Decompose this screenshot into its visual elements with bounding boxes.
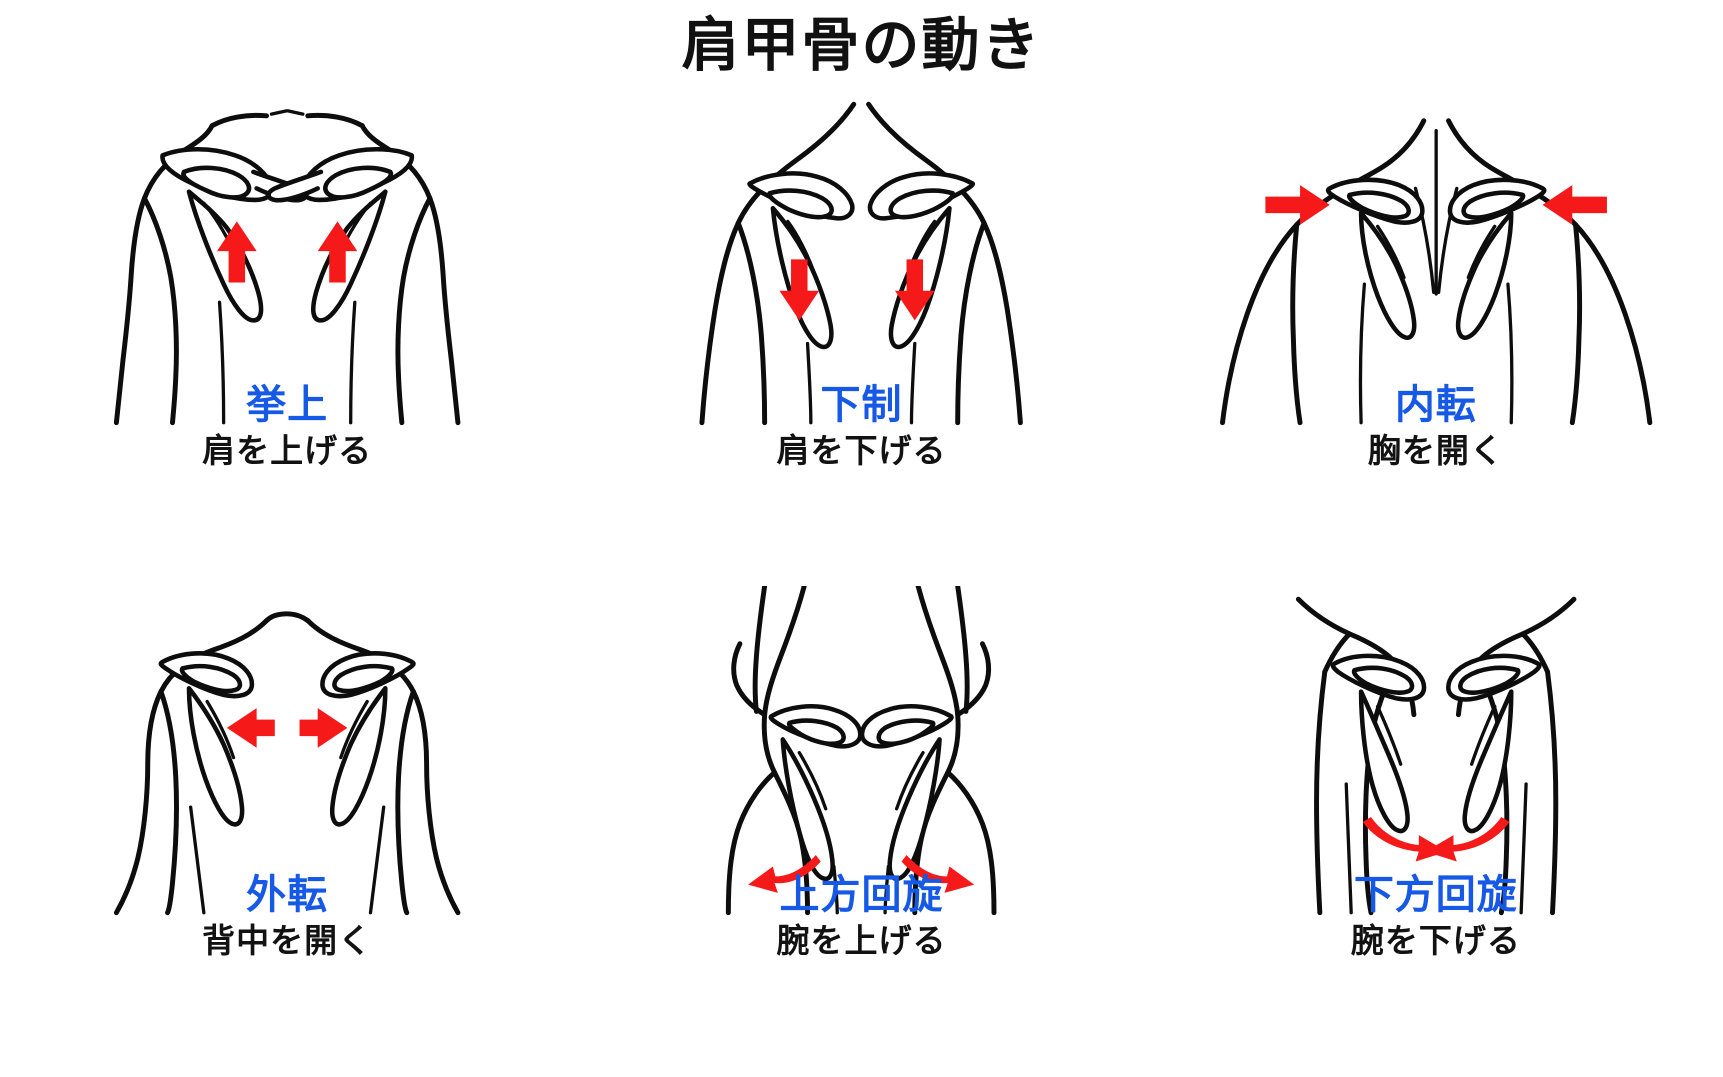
panel-abduction-sublabel: 背中を開く — [202, 921, 373, 961]
panel-adduction-sublabel: 胸を開く — [1367, 431, 1504, 471]
torso-outline-downward-rotation — [1295, 596, 1577, 916]
arrow-curved-up-left — [748, 854, 822, 893]
scapula-right-adduction — [1447, 177, 1547, 340]
arrow-curved-down-right — [1425, 817, 1510, 862]
panel-upward-rotation-sublabel: 腕を上げる — [776, 921, 947, 961]
arrow-down-left-depression — [779, 259, 820, 321]
figure-adduction — [1219, 118, 1652, 426]
panel-elevation: 挙上 肩を上げる — [0, 96, 574, 586]
scapula-left-downward-rotation — [1330, 653, 1426, 834]
figure-abduction — [113, 611, 461, 916]
panel-depression-sublabel: 肩を下げる — [776, 431, 947, 471]
panel-upward-rotation: 上方回旋 腕を上げる — [574, 586, 1148, 1076]
arrow-outward-left-abduction — [226, 708, 275, 748]
figure-upward-rotation — [726, 586, 997, 916]
panel-downward-rotation: 下方回旋 腕を下げる — [1149, 586, 1723, 1076]
panel-grid: 挙上 肩を上げる — [0, 96, 1723, 1076]
scapula-right-abduction — [320, 651, 416, 827]
arrow-inward-left-adduction — [1265, 185, 1330, 225]
figure-downward-rotation — [1295, 596, 1577, 916]
scapula-left-abduction — [158, 651, 255, 827]
scapula-right-upward-rotation — [860, 704, 955, 882]
arrow-down-right-depression — [895, 259, 935, 321]
torso-outline-upward-rotation — [726, 586, 997, 916]
arrow-outward-right-abduction — [299, 708, 348, 748]
figure-elevation — [113, 109, 461, 426]
panel-elevation-sublabel: 肩を上げる — [202, 431, 373, 471]
arrow-up-left-elevation — [217, 221, 257, 283]
scapula-left-elevation — [160, 147, 308, 323]
page-title: 肩甲骨の動き — [681, 11, 1042, 79]
arrow-curved-up-right — [901, 854, 975, 893]
panel-adduction: 内転 胸を開く — [1149, 96, 1723, 586]
panel-abduction: 外転 背中を開く — [0, 586, 574, 1076]
scapula-right-downward-rotation — [1445, 653, 1542, 834]
figure-depression — [699, 101, 1024, 426]
scapula-left-adduction — [1325, 177, 1425, 340]
arrow-inward-right-adduction — [1542, 185, 1607, 225]
torso-outline-adduction — [1219, 118, 1652, 426]
arrow-curved-down-left — [1362, 817, 1447, 862]
panel-depression: 下制 肩を下げる — [574, 96, 1148, 586]
scapula-left-upward-rotation — [768, 704, 863, 882]
torso-outline-depression — [699, 101, 1024, 426]
scapula-right-elevation — [266, 147, 415, 323]
arrow-up-right-elevation — [317, 221, 358, 283]
torso-outline-abduction — [113, 611, 461, 916]
panel-downward-rotation-sublabel: 腕を下げる — [1350, 921, 1521, 961]
